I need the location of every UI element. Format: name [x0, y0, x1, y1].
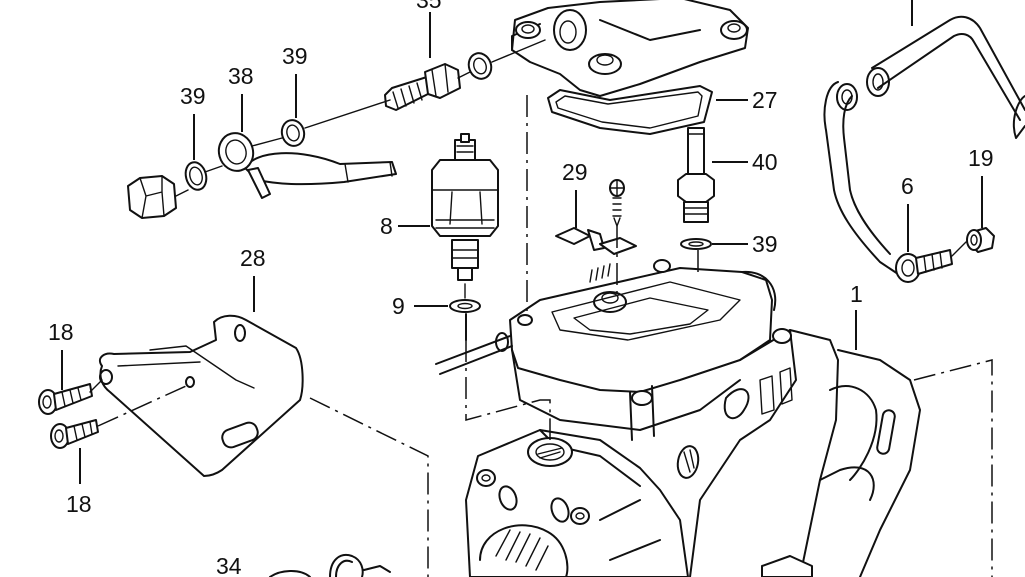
seal-ring-right: [280, 119, 306, 147]
seal-ring-35: [467, 52, 493, 80]
pump-support-bracket: [823, 15, 1025, 279]
cable-terminal: [555, 227, 637, 255]
callout-1: 1: [850, 281, 863, 307]
bolt-upper: [38, 383, 93, 415]
mounting-bracket: [98, 314, 304, 477]
callout-19: 19: [968, 145, 994, 171]
callout-28: 28: [240, 245, 266, 271]
cover-gasket: [547, 85, 713, 135]
callout-29: 29: [562, 159, 588, 185]
callout-39-right: 39: [282, 43, 308, 69]
callout-18-lower: 18: [66, 491, 92, 517]
callout-labels: 35 39 38 39 27 40 39 29 8 9 28 18 18 19 …: [48, 0, 994, 577]
callout-35: 35: [416, 0, 442, 13]
bolt-lower: [50, 419, 99, 449]
pump-top-cover: [511, 0, 749, 97]
seal-ring-valve: [680, 238, 712, 250]
callout-38: 38: [228, 63, 254, 89]
nut-19: [966, 227, 995, 253]
callout-6: 6: [901, 173, 914, 199]
o-ring-9: [449, 299, 481, 313]
banjo-bolt: [384, 63, 461, 111]
seal-34: [269, 554, 391, 577]
terminal-screw: [609, 179, 625, 227]
callout-8: 8: [380, 213, 393, 239]
callout-27: 27: [752, 87, 778, 113]
injection-pump-body: [435, 259, 921, 577]
cut-off-solenoid: [431, 133, 499, 281]
callout-39-left: 39: [180, 83, 206, 109]
callout-40: 40: [752, 149, 778, 175]
banjo-fitting: [217, 132, 397, 199]
callout-18-upper: 18: [48, 319, 74, 345]
fuel-return-valve: [677, 127, 715, 223]
callout-leaders: [61, 0, 983, 484]
callout-39-valve: 39: [752, 231, 778, 257]
callout-34: 34: [216, 553, 242, 577]
cap-nut: [127, 175, 177, 219]
bolt-bracket: [895, 249, 953, 283]
seal-ring-left: [184, 161, 208, 191]
assembly-lines: [309, 95, 993, 577]
callout-9: 9: [392, 293, 405, 319]
